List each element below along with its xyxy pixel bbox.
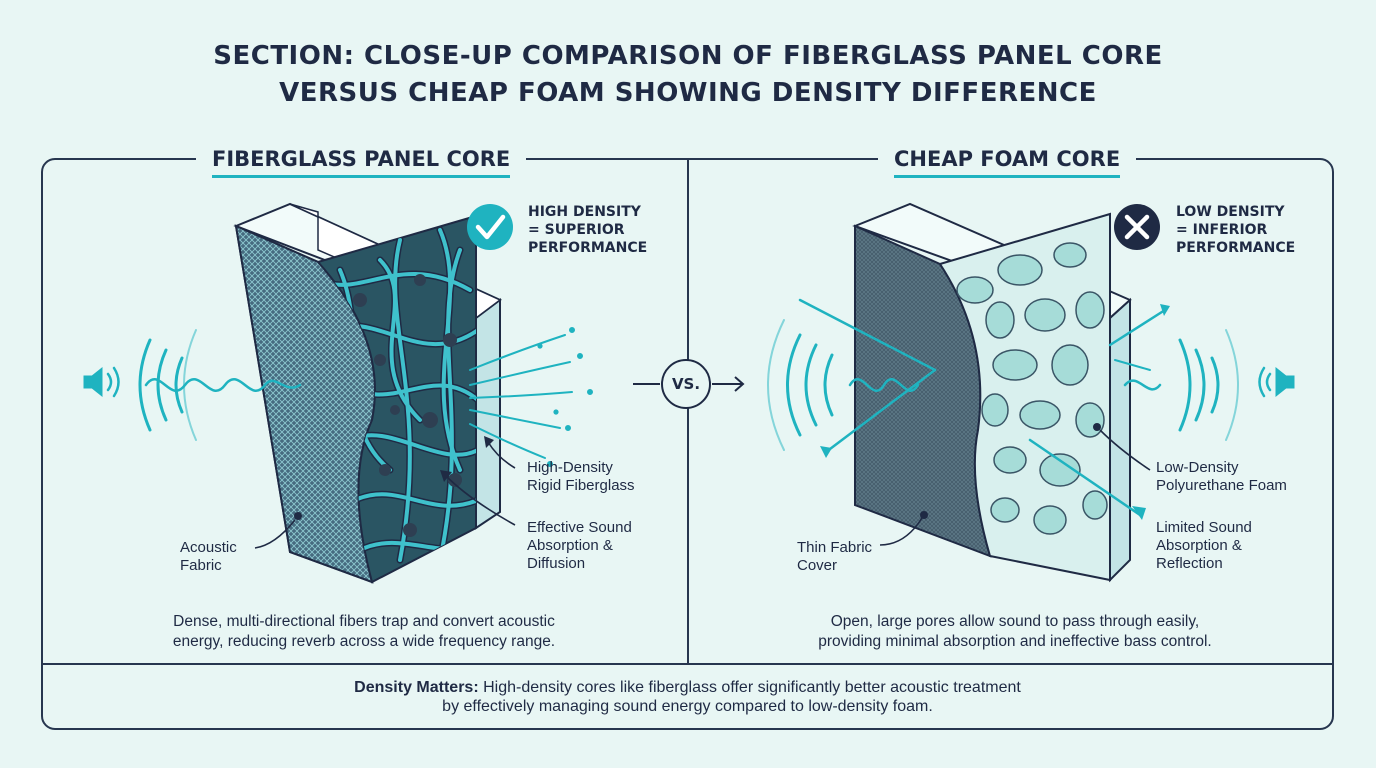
fiberglass-core-label: High-Density Rigid Fiberglass (527, 459, 635, 495)
foam-caption-line-1: Open, large pores allow sound to pass th… (830, 613, 1200, 630)
foam-core-label-line-1: Low-Density (1156, 459, 1239, 476)
footer-line-2: by effectively managing sound energy com… (442, 698, 933, 715)
foam-fabric-label: Thin Fabric Cover (797, 539, 872, 575)
foam-badge-text: LOW DENSITY = INFERIOR PERFORMANCE (1176, 203, 1295, 257)
foam-fabric-label-line-2: Cover (797, 557, 838, 574)
vs-label: VS. (671, 375, 701, 393)
fiberglass-heading-underline (212, 175, 511, 178)
fiberglass-badge-line-3: PERFORMANCE (528, 240, 648, 256)
vs-badge: VS. (661, 359, 711, 409)
fiberglass-effect-label-line-2: Absorption & (527, 537, 613, 554)
fiberglass-caption-line-1: Dense, multi-directional fibers trap and… (173, 613, 555, 630)
page-title: SECTION: CLOSE-UP COMPARISON OF FIBERGLA… (0, 38, 1376, 112)
title-line-1: SECTION: CLOSE-UP COMPARISON OF FIBERGLA… (213, 41, 1163, 71)
foam-fabric-label-line-1: Thin Fabric (797, 539, 873, 556)
x-icon (1124, 214, 1150, 240)
fiberglass-badge-text: HIGH DENSITY = SUPERIOR PERFORMANCE (528, 203, 647, 257)
fiberglass-fabric-label-line-1: Acoustic (180, 539, 237, 556)
fiberglass-badge-line-2: = SUPERIOR (528, 222, 625, 238)
foam-exit-sound (1123, 329, 1239, 441)
fiberglass-incoming-sound (138, 329, 302, 441)
speaker-icon-left (83, 366, 120, 398)
foam-core-label-line-2: Polyurethane Foam (1156, 477, 1287, 494)
foam-badge-line-1: LOW DENSITY (1176, 204, 1285, 220)
foam-heading: CHEAP FOAM CORE (878, 144, 1137, 178)
foam-effect-label-line-2: Absorption & (1156, 537, 1242, 554)
fiberglass-heading-text: FIBERGLASS PANEL CORE (212, 147, 511, 171)
fiberglass-core-label-line-1: High-Density (527, 459, 613, 476)
fiberglass-caption: Dense, multi-directional fibers trap and… (120, 612, 608, 652)
speaker-icon-right (1258, 366, 1295, 398)
check-icon (475, 214, 506, 240)
fiberglass-badge-line-1: HIGH DENSITY (528, 204, 641, 220)
check-badge (467, 204, 513, 250)
fiberglass-fabric-label: Acoustic Fabric (180, 539, 237, 575)
fiberglass-effect-label-line-1: Effective Sound (527, 519, 632, 536)
vs-connector (633, 376, 745, 392)
fiberglass-caption-line-2: energy, reducing reverb across a wide fr… (172, 633, 556, 650)
foam-effect-label-line-1: Limited Sound (1156, 519, 1252, 536)
fiberglass-panel (233, 202, 502, 584)
foam-effect-label-line-3: Reflection (1156, 555, 1223, 572)
fiberglass-fabric-label-line-2: Fabric (180, 557, 222, 574)
center-divider (687, 158, 689, 663)
foam-core-label: Low-Density Polyurethane Foam (1156, 459, 1287, 495)
fiberglass-core-label-line-2: Rigid Fiberglass (527, 477, 635, 494)
footer-line-1: Density Matters: High-density cores like… (41, 678, 1334, 697)
foam-badge-line-2: = INFERIOR (1176, 222, 1268, 238)
foam-caption: Open, large pores allow sound to pass th… (770, 612, 1260, 652)
foam-leaders (879, 423, 1151, 546)
foam-badge-line-3: PERFORMANCE (1176, 240, 1296, 256)
footer-line-1-text: High-density cores like fiberglass offer… (478, 679, 1021, 696)
fiberglass-leaders (254, 436, 516, 549)
fiberglass-heading: FIBERGLASS PANEL CORE (196, 144, 527, 178)
foam-panel (852, 202, 1132, 583)
fiberglass-effect-label: Effective Sound Absorption & Diffusion (527, 519, 632, 573)
foam-effect-label: Limited Sound Absorption & Reflection (1156, 519, 1252, 573)
diffusion-lines (469, 327, 593, 467)
foam-heading-text: CHEAP FOAM CORE (894, 147, 1121, 171)
foam-incoming-sound (767, 298, 1170, 520)
footer-divider (41, 663, 1334, 665)
title-line-2: VERSUS CHEAP FOAM SHOWING DENSITY DIFFER… (279, 78, 1097, 108)
footer-bold: Density Matters: (354, 679, 479, 696)
fiberglass-effect-label-line-3: Diffusion (527, 555, 586, 572)
foam-caption-line-2: providing minimal absorption and ineffec… (818, 633, 1212, 650)
foam-heading-underline (894, 175, 1121, 178)
footer-note: Density Matters: High-density cores like… (41, 678, 1334, 716)
